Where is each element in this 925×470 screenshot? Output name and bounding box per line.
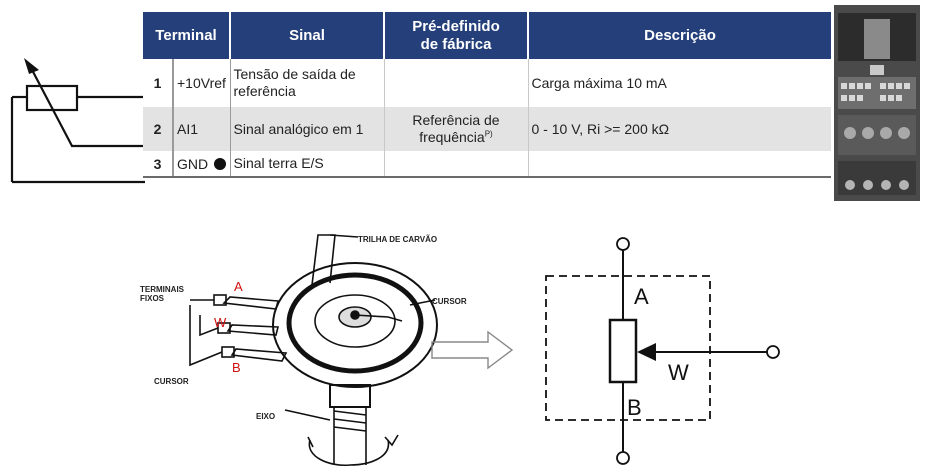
signal-cell: Sinal terra E/S xyxy=(230,151,385,178)
preset-cell xyxy=(384,59,529,107)
pin-label-w: W xyxy=(214,315,227,330)
header-signal: Sinal xyxy=(230,12,385,59)
preset-text: Referência de frequência xyxy=(412,111,500,146)
label-terminais-fixos: TERMINAIS FIXOS xyxy=(140,285,184,303)
drive-photo-image xyxy=(834,5,920,201)
description-cell: Carga máxima 10 mA xyxy=(528,59,831,107)
transform-arrow-icon xyxy=(431,330,514,370)
header-description: Descrição xyxy=(528,12,831,59)
terminal-b-node-icon xyxy=(616,451,630,465)
schematic-resistor xyxy=(608,318,638,384)
dashed-boundary xyxy=(545,275,711,421)
label-eixo: EIXO xyxy=(256,412,276,421)
label-trilha: TRILHA DE CARVÃO xyxy=(358,235,438,244)
header-terminal: Terminal xyxy=(143,12,231,59)
terminal-w-node-icon xyxy=(766,345,780,359)
potentiometer-wiring-diagram xyxy=(10,58,145,184)
terminal-number: 3 xyxy=(143,151,174,178)
terminal-number: 2 xyxy=(143,107,174,151)
pin-label-a: A xyxy=(234,279,243,294)
preset-cell xyxy=(384,151,529,178)
label-cursor-right: CURSOR xyxy=(432,297,467,306)
terminal-table-body: 1 +10Vref Tensão de saída de referência … xyxy=(143,59,831,178)
signal-cell: Sinal analógico em 1 xyxy=(230,107,385,151)
wiper-arrow-icon xyxy=(24,58,39,74)
table-row: 3 GND Sinal terra E/S xyxy=(143,151,831,178)
potentiometer-schematic xyxy=(545,237,780,465)
schematic-label-b: B xyxy=(627,395,642,420)
potentiometer-drawing xyxy=(189,234,438,467)
terminal-code: AI1 xyxy=(173,107,231,151)
table-row: 1 +10Vref Tensão de saída de referência … xyxy=(143,59,831,107)
schematic-wiper-arrow-icon xyxy=(637,343,656,361)
signal-cell: Tensão de saída de referência xyxy=(230,59,385,107)
preset-footnote: P) xyxy=(484,129,493,139)
terminal-code: +10Vref xyxy=(173,59,231,107)
ground-dot-icon xyxy=(214,157,227,170)
label-cursor-left: CURSOR xyxy=(154,377,189,386)
gnd-label: GND xyxy=(177,155,209,172)
description-cell: 0 - 10 V, Ri >= 200 kΩ xyxy=(528,107,831,151)
terminal-code: GND xyxy=(173,151,231,178)
terminal-a-node-icon xyxy=(616,237,630,251)
schematic-label-w: W xyxy=(668,360,689,385)
table-row: 2 AI1 Sinal analógico em 1 Referência de… xyxy=(143,107,831,151)
preset-cell: Referência de frequênciaP) xyxy=(384,107,529,151)
pin-label-b: B xyxy=(232,360,241,375)
schematic-label-a: A xyxy=(634,284,649,309)
terminal-number: 1 xyxy=(143,59,174,107)
description-cell xyxy=(528,151,831,178)
